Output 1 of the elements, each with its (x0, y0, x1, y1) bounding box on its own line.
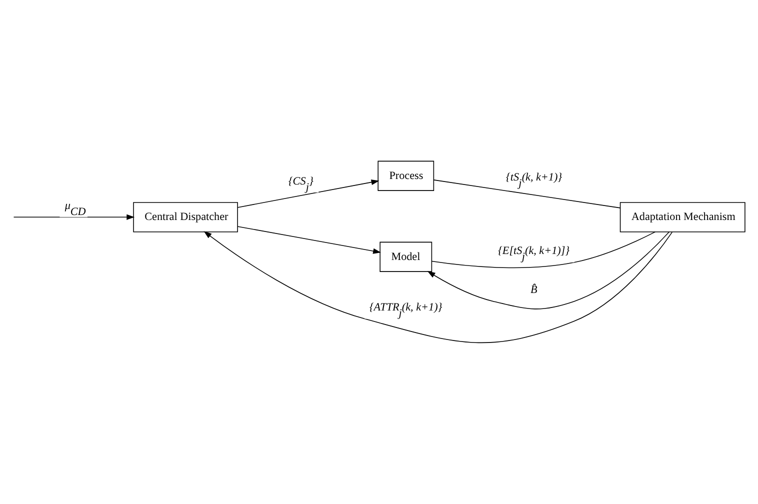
edge-label: B̂ (530, 284, 538, 296)
